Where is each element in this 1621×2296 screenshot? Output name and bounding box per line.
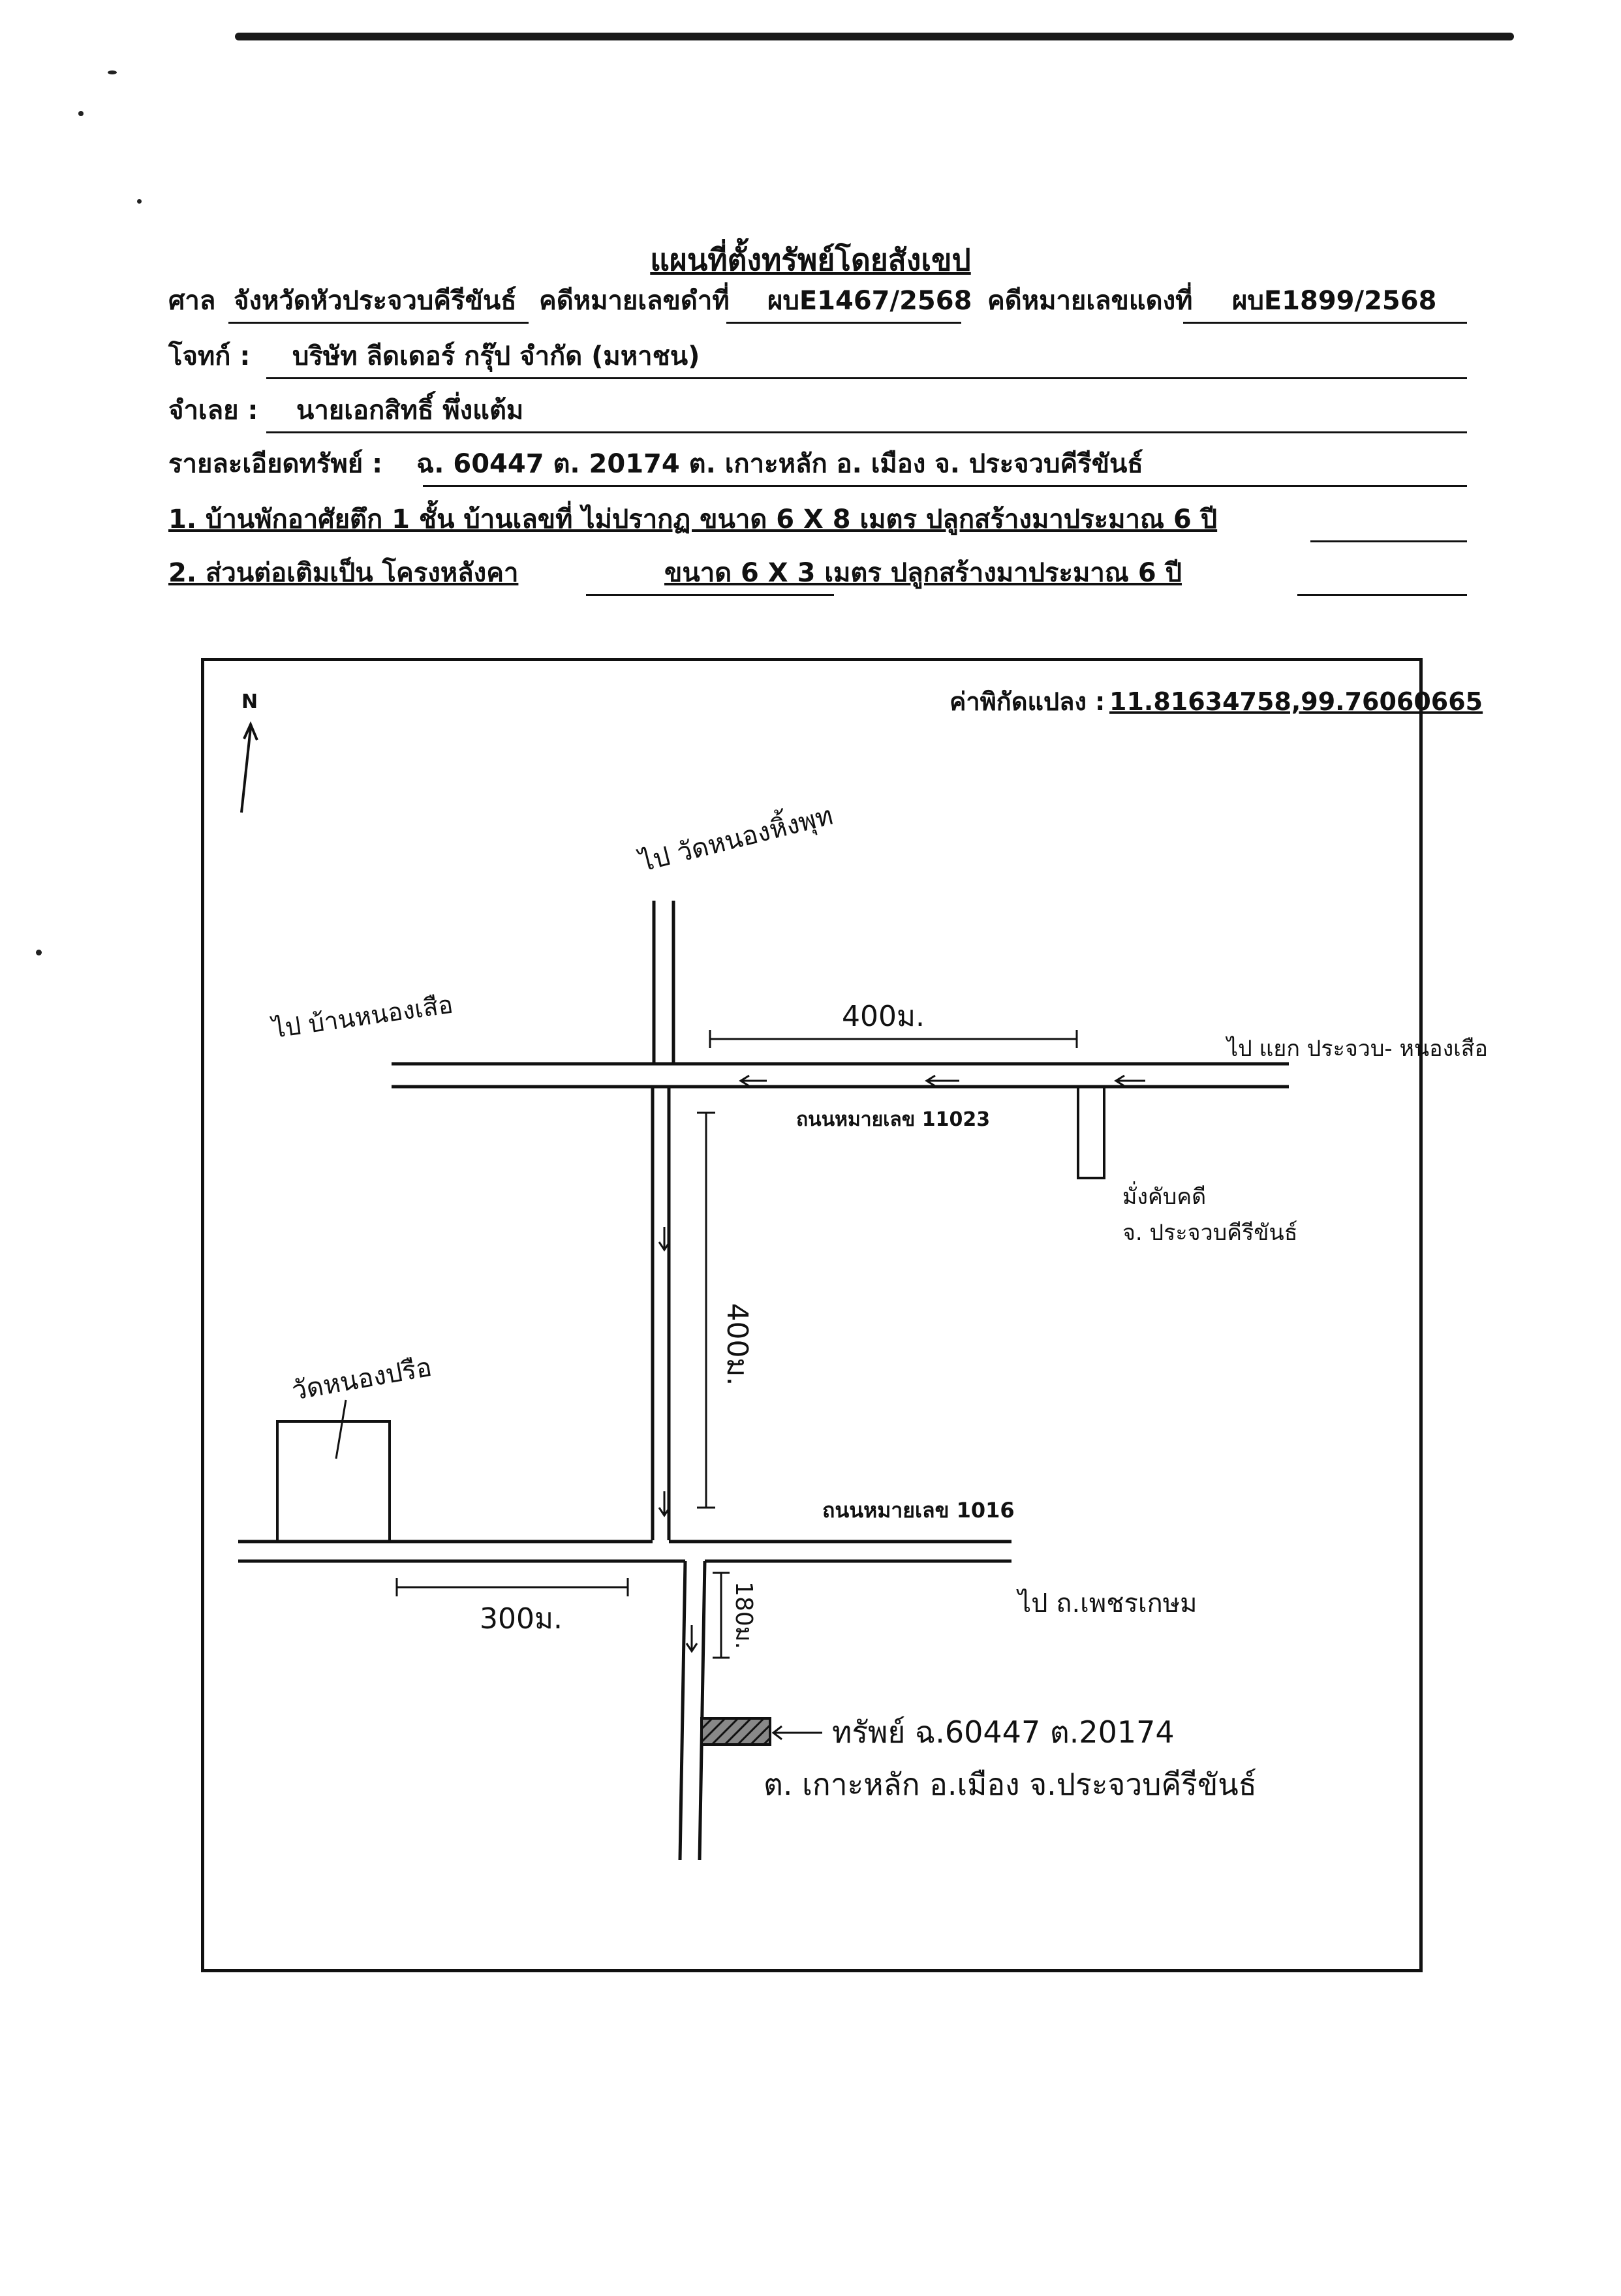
plaintiff-row: โจทก์ : บริษัท ลีดเดอร์ กรุ๊ป จำกัด (มหา… bbox=[168, 341, 1467, 382]
to-phetkasem-label: ไป ถ.เพชรเกษม bbox=[1016, 1589, 1197, 1619]
to-temple-north-label: ไป วัดหนองหิ้งพุท bbox=[634, 796, 837, 878]
red-case-value: ผบE1899/2568 bbox=[1232, 286, 1437, 316]
coord-label: ค่าพิกัดแปลง : bbox=[949, 687, 1105, 716]
road-south-edge-right bbox=[698, 1560, 707, 1861]
school-label: มั่งคับคดี bbox=[1122, 1181, 1206, 1210]
north-arrow-icon bbox=[240, 727, 252, 813]
north-arrowhead-icon bbox=[243, 721, 258, 741]
scan-speck bbox=[78, 111, 84, 116]
scan-speck bbox=[108, 70, 117, 74]
plaintiff-value: บริษัท ลีดเดอร์ กรุ๊ป จำกัด (มหาชน) bbox=[292, 341, 700, 371]
property-row: รายละเอียดทรัพย์ : ฉ. 60447 ต. 20174 ต. … bbox=[168, 449, 1467, 489]
red-case-label: คดีหมายเลขแดงที่ bbox=[987, 286, 1193, 316]
court-value: จังหวัดหัวประจวบคีรีขันธ์ bbox=[234, 286, 517, 316]
property-plot-marker bbox=[700, 1717, 771, 1746]
scan-speck bbox=[36, 950, 42, 955]
page-title: แผนที่ตั้งทรัพย์โดยสังเขป bbox=[650, 242, 971, 277]
item2-text-a: 2. ส่วนต่อเติมเป็น โครงหลังคา bbox=[168, 558, 519, 588]
plaintiff-label: โจทก์ : bbox=[168, 341, 251, 371]
item2-row: 2. ส่วนต่อเติมเป็น โครงหลังคา ขนาด 6 X 3… bbox=[168, 558, 1467, 598]
road-11023-label: ถนนหมายเลข 11023 bbox=[796, 1108, 990, 1131]
defendant-value: นายเอกสิทธิ์ พึ่งแต้ม bbox=[296, 396, 524, 426]
to-junction-label: ไป แยก ประจวบ- หนองเสือ bbox=[1225, 1036, 1488, 1062]
distance-180: 180ม. bbox=[730, 1581, 757, 1649]
defendant-label: จำเลย : bbox=[168, 396, 258, 426]
court-label: ศาล bbox=[168, 286, 216, 316]
school-side-road bbox=[1077, 1085, 1105, 1179]
item1-text: 1. บ้านพักอาศัยตึก 1 ชั้น บ้านเลขที่ ไม่… bbox=[168, 504, 1218, 535]
temple-nongprue-building bbox=[276, 1420, 391, 1543]
distance-400-vertical: 400ม. bbox=[720, 1303, 754, 1386]
defendant-row: จำเลย : นายเอกสิทธิ์ พึ่งแต้ม bbox=[168, 396, 1467, 436]
court-row: ศาล จังหวัดหัวประจวบคีรีขันธ์ คดีหมายเลข… bbox=[168, 286, 1467, 326]
property-value: ฉ. 60447 ต. 20174 ต. เกาะหลัก อ. เมือง จ… bbox=[416, 449, 1143, 479]
top-border-line bbox=[235, 33, 1514, 40]
distance-400-top: 400ม. bbox=[842, 1000, 925, 1033]
temple-pointer bbox=[335, 1399, 347, 1459]
road-south-edge-left bbox=[678, 1560, 687, 1861]
temple-label: วัดหนองปรือ bbox=[290, 1352, 434, 1406]
property-label: รายละเอียดทรัพย์ : bbox=[168, 449, 383, 479]
to-nongsuea-village-label: ไป บ้านหนองเสือ bbox=[269, 990, 455, 1044]
road-1016-label: ถนนหมายเลข 1016 bbox=[822, 1498, 1015, 1523]
coord-value: 11.81634758,99.76060665 bbox=[1109, 687, 1483, 716]
north-label: N bbox=[241, 690, 258, 713]
school-province-label: จ. ประจวบคีรีขันธ์ bbox=[1122, 1220, 1297, 1246]
item2-text-b: ขนาด 6 X 3 เมตร ปลูกสร้างมาประมาณ 6 ปี bbox=[664, 558, 1182, 588]
direction-arrows bbox=[658, 1074, 1145, 1653]
property-label-line1: ทรัพย์ ฉ.60447 ต.20174 bbox=[832, 1714, 1175, 1750]
map-frame bbox=[201, 658, 1423, 1972]
scan-speck bbox=[137, 199, 142, 204]
item1-row: 1. บ้านพักอาศัยตึก 1 ชั้น บ้านเลขที่ ไม่… bbox=[168, 504, 1467, 545]
black-case-value: ผบE1467/2568 bbox=[767, 286, 972, 316]
distance-300: 300ม. bbox=[480, 1602, 563, 1636]
black-case-label: คดีหมายเลขดำที่ bbox=[539, 286, 730, 316]
property-label-line2: ต. เกาะหลัก อ.เมือง จ.ประจวบคีรีขันธ์ bbox=[764, 1767, 1257, 1802]
